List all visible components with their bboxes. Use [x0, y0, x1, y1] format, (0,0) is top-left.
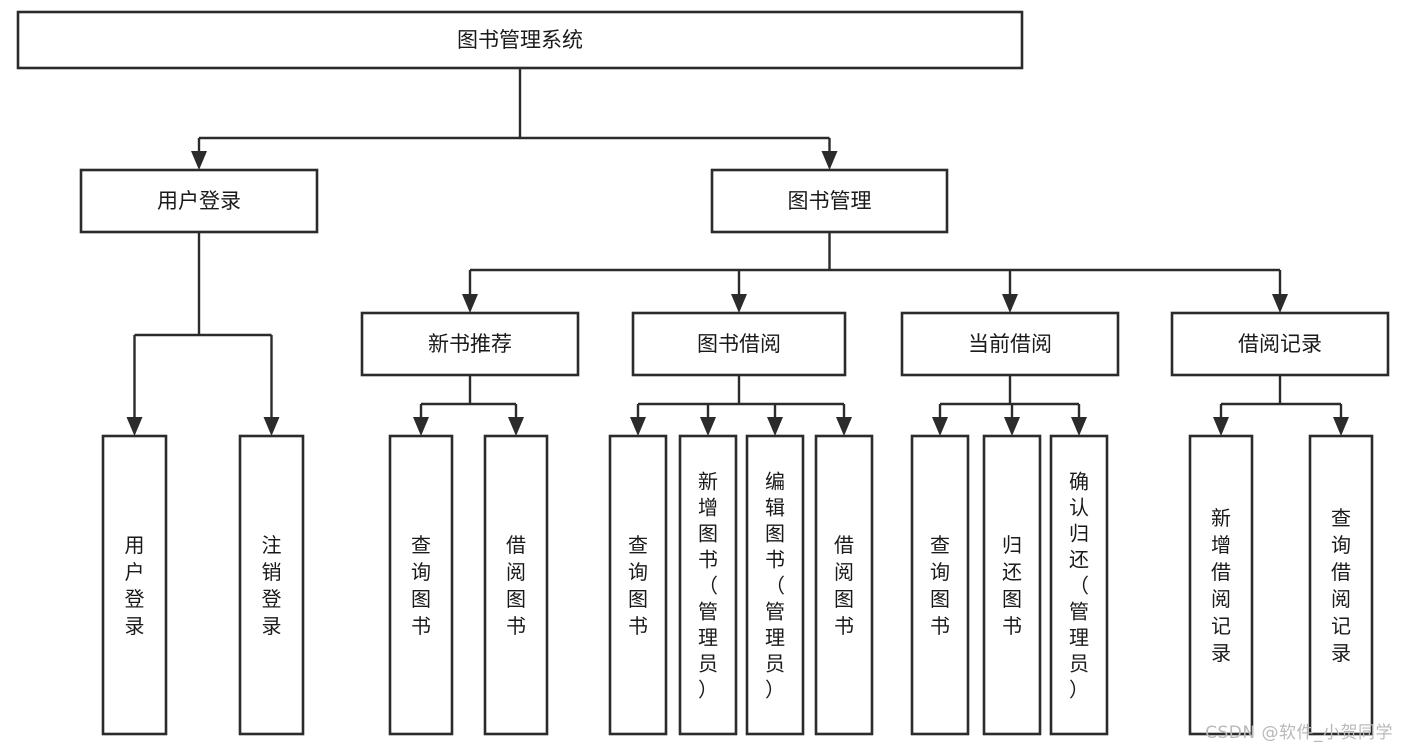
node-box-current-borrow — [900, 311, 1120, 377]
node-box-recommend-query-book — [388, 434, 454, 736]
node-user-logout[interactable]: 注销登录 — [238, 434, 305, 736]
node-label-record-query: 查询借阅记录 — [1331, 506, 1351, 665]
node-label-current-query-book: 查询图书 — [930, 533, 950, 638]
node-label-current-confirm-return-admin: 确认归还（管理员） — [1069, 469, 1089, 701]
arrow-to-borrow-record-head — [1272, 294, 1288, 313]
node-label-new-book-recommend: 新书推荐 — [428, 332, 512, 356]
arrow-to-current-borrow-head — [1002, 294, 1018, 313]
node-box-user-login — [79, 168, 319, 234]
node-recommend-query-book[interactable]: 查询图书 — [388, 434, 454, 736]
node-record-add[interactable]: 新增借阅记录 — [1188, 434, 1254, 736]
node-box-current-return-book — [982, 434, 1042, 736]
node-box-recommend-borrow-book — [483, 434, 549, 736]
node-label-borrow-add-book-admin: 新增图书（管理员） — [698, 469, 718, 701]
arrow-to-new-book-recommend-head — [462, 294, 478, 313]
node-borrow-record[interactable]: 借阅记录 — [1170, 311, 1390, 377]
connector-layer — [126, 68, 1349, 436]
arrow-to-borrow-query-book-head — [630, 417, 646, 436]
node-box-book-borrow — [631, 311, 847, 377]
node-box-user-logout — [238, 434, 305, 736]
csdn-watermark: CSDN @软件_小贺同学 — [1205, 723, 1393, 743]
node-label-current-return-book: 归还图书 — [1002, 533, 1022, 638]
node-user-login[interactable]: 用户登录 — [79, 168, 319, 234]
arrow-to-record-add-head — [1213, 417, 1229, 436]
node-label-recommend-query-book: 查询图书 — [411, 533, 431, 638]
arrow-to-borrow-edit-book-admin-head — [767, 417, 783, 436]
node-current-query-book[interactable]: 查询图书 — [910, 434, 970, 736]
node-box-record-query — [1308, 434, 1374, 736]
node-box-borrow-borrow-book — [814, 434, 874, 736]
node-box-new-book-recommend — [360, 311, 580, 377]
node-box-borrow-record — [1170, 311, 1390, 377]
node-recommend-borrow-book[interactable]: 借阅图书 — [483, 434, 549, 736]
arrow-to-user-logout-head — [263, 417, 280, 436]
arrow-to-current-query-book-head — [932, 417, 948, 436]
node-borrow-edit-book-admin[interactable]: 编辑图书（管理员） — [745, 434, 805, 736]
node-current-confirm-return-admin[interactable]: 确认归还（管理员） — [1049, 434, 1109, 736]
node-borrow-borrow-book[interactable]: 借阅图书 — [814, 434, 874, 736]
node-label-recommend-borrow-book: 借阅图书 — [506, 533, 526, 638]
arrow-to-current-confirm-return-admin-head — [1071, 417, 1087, 436]
node-label-record-add: 新增借阅记录 — [1211, 506, 1231, 665]
node-box-borrow-query-book — [608, 434, 668, 736]
node-box-root — [16, 10, 1024, 70]
node-label-borrow-edit-book-admin: 编辑图书（管理员） — [765, 469, 785, 701]
arrow-to-book-manage-head — [821, 151, 838, 170]
arrow-to-user-login-head — [191, 151, 207, 170]
node-box-borrow-add-book-admin — [678, 434, 738, 736]
node-label-borrow-borrow-book: 借阅图书 — [834, 533, 854, 638]
node-box-record-add — [1188, 434, 1254, 736]
node-current-borrow[interactable]: 当前借阅 — [900, 311, 1120, 377]
node-box-book-manage — [710, 168, 949, 234]
node-record-query[interactable]: 查询借阅记录 — [1308, 434, 1374, 736]
node-borrow-query-book[interactable]: 查询图书 — [608, 434, 668, 736]
node-label-current-borrow: 当前借阅 — [968, 332, 1052, 356]
arrow-to-book-borrow-head — [731, 294, 747, 313]
node-root[interactable]: 图书管理系统 — [16, 10, 1024, 70]
node-label-user-logout: 注销登录 — [262, 533, 282, 638]
node-current-return-book[interactable]: 归还图书 — [982, 434, 1042, 736]
node-box-user-login-do — [101, 434, 168, 736]
node-box-current-confirm-return-admin — [1049, 434, 1109, 736]
node-label-user-login-do: 用户登录 — [125, 533, 145, 638]
node-box-current-query-book — [910, 434, 970, 736]
arrow-to-current-return-book-head — [1004, 417, 1020, 436]
arrow-to-recommend-query-book-head — [413, 417, 429, 436]
node-label-book-manage: 图书管理 — [788, 189, 872, 213]
node-label-borrow-query-book: 查询图书 — [628, 533, 648, 638]
node-book-borrow[interactable]: 图书借阅 — [631, 311, 847, 377]
node-label-borrow-record: 借阅记录 — [1238, 332, 1322, 356]
node-user-login-do[interactable]: 用户登录 — [101, 434, 168, 736]
arrow-to-record-query-head — [1333, 417, 1349, 436]
arrow-to-user-login-do-head — [126, 417, 143, 436]
node-label-root: 图书管理系统 — [457, 28, 583, 52]
node-borrow-add-book-admin[interactable]: 新增图书（管理员） — [678, 434, 738, 736]
node-new-book-recommend[interactable]: 新书推荐 — [360, 311, 580, 377]
node-label-user-login: 用户登录 — [157, 189, 241, 213]
node-label-book-borrow: 图书借阅 — [697, 332, 781, 356]
node-layer: 图书管理系统用户登录图书管理新书推荐图书借阅当前借阅借阅记录用户登录注销登录查询… — [16, 10, 1390, 736]
arrow-to-borrow-borrow-book-head — [836, 417, 852, 436]
node-book-manage[interactable]: 图书管理 — [710, 168, 949, 234]
arrow-to-borrow-add-book-admin-head — [700, 417, 716, 436]
arrow-to-recommend-borrow-book-head — [508, 417, 524, 436]
node-box-borrow-edit-book-admin — [745, 434, 805, 736]
